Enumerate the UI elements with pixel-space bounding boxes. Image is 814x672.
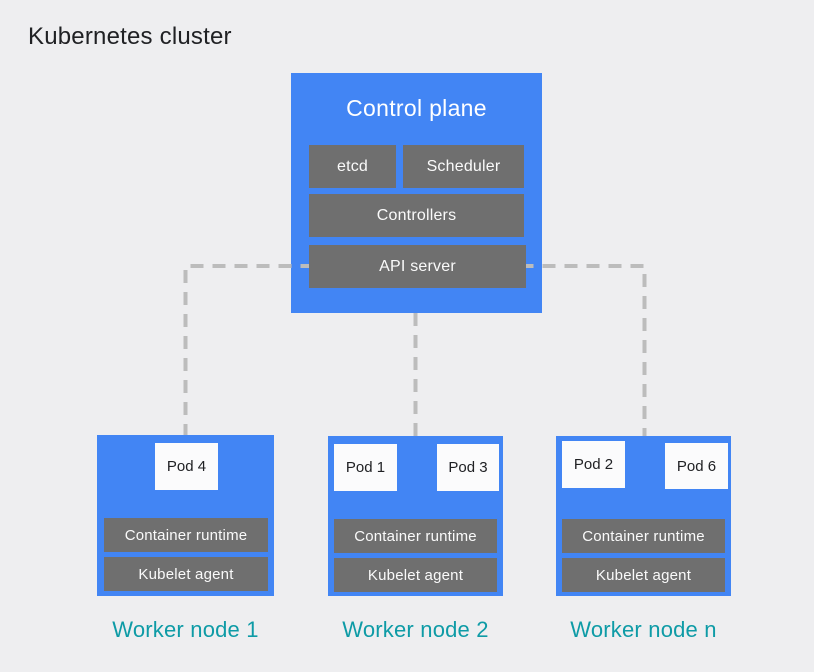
scheduler-component: Scheduler (403, 145, 524, 188)
worker-node-2-label: Worker node 2 (342, 617, 489, 642)
kubelet-agent-box: Kubelet agent (562, 558, 725, 592)
kubelet-agent-box: Kubelet agent (104, 557, 268, 591)
pod-box: Pod 2 (562, 441, 625, 488)
worker-node-1-label: Worker node 1 (112, 617, 259, 642)
kubelet-agent-box: Kubelet agent (334, 558, 497, 592)
control-plane-title: Control plane (346, 95, 487, 121)
worker-node-n: Pod 2 Pod 6 Container runtime Kubelet ag… (556, 436, 731, 596)
worker-node-n-label: Worker node n (570, 617, 717, 642)
worker-node-1: Pod 4 Container runtime Kubelet agent (97, 435, 274, 596)
container-runtime-box: Container runtime (104, 518, 268, 552)
control-plane-node: Control plane etcd Scheduler Controllers… (291, 73, 542, 313)
etcd-component: etcd (309, 145, 396, 188)
pod-box: Pod 4 (155, 443, 218, 490)
worker-node-2: Pod 1 Pod 3 Container runtime Kubelet ag… (328, 436, 503, 596)
controllers-component: Controllers (309, 194, 524, 237)
pod-box: Pod 3 (437, 444, 499, 491)
pod-box: Pod 1 (334, 444, 397, 491)
diagram-title: Kubernetes cluster (28, 23, 232, 50)
api-server-component: API server (309, 245, 526, 288)
container-runtime-box: Container runtime (562, 519, 725, 553)
container-runtime-box: Container runtime (334, 519, 497, 553)
pod-box: Pod 6 (665, 443, 728, 489)
